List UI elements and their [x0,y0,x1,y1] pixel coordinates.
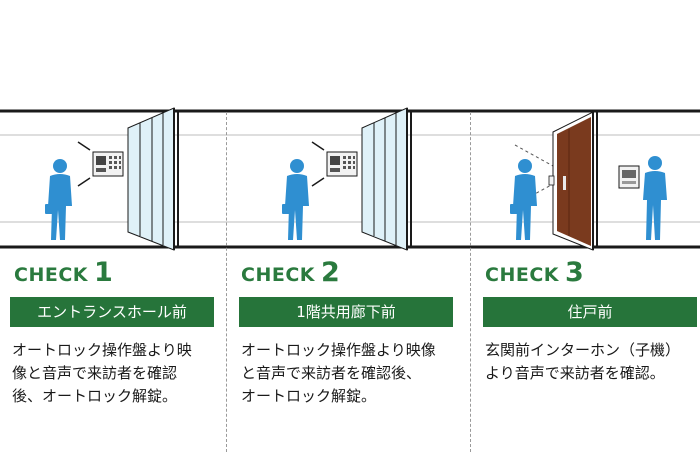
glass-door-icon [361,107,412,251]
check-panel-1: CHECK 1 エントランスホール前 オートロック操作盤より映 像と音声で来訪者を… [0,0,226,466]
check-number: 1 [94,257,113,288]
intercom-panel-icon [77,141,124,187]
intercom-panel-icon [311,141,358,187]
person-icon [510,159,537,240]
corridor-illustration [282,107,412,251]
door-intercom-icon [548,175,555,186]
entrance-illustration [45,107,179,251]
panel-separator [226,112,227,452]
indoor-monitor-icon [618,165,640,189]
location-label: 1階共用廊下前 [239,297,453,327]
corridor-frame [0,109,700,249]
check-heading: CHECK 2 [241,257,340,293]
apartment-door-icon [552,111,598,251]
location-label: エントランスホール前 [10,297,214,327]
glass-door-icon [127,107,179,251]
person-icon [45,159,72,240]
check-description: オートロック操作盤より映 像と音声で来訪者を確認 後、オートロック解錠。 [12,341,192,405]
panel-separator [470,112,471,452]
unit-door-illustration [510,111,667,251]
check-description: オートロック操作盤より映像 と音声で来訪者を確認後、 オートロック解錠。 [241,341,436,405]
check-panel-2: CHECK 2 1階共用廊下前 オートロック操作盤より映像 と音声で来訪者を確認後… [227,0,470,466]
check-panel-3: CHECK 3 住戸前 玄関前インターホン（子機） より音声で来訪者を確認。 [471,0,700,466]
person-icon [643,156,667,240]
check-description: 玄関前インターホン（子機） より音声で来訪者を確認。 [485,341,681,382]
check-number: 2 [321,257,340,288]
check-word: CHECK [14,264,88,286]
check-number: 3 [565,257,584,288]
check-heading: CHECK 1 [14,257,113,293]
location-label: 住戸前 [483,297,697,327]
check-word: CHECK [485,264,559,286]
check-heading: CHECK 3 [485,257,584,293]
person-icon [282,159,309,240]
check-word: CHECK [241,264,315,286]
